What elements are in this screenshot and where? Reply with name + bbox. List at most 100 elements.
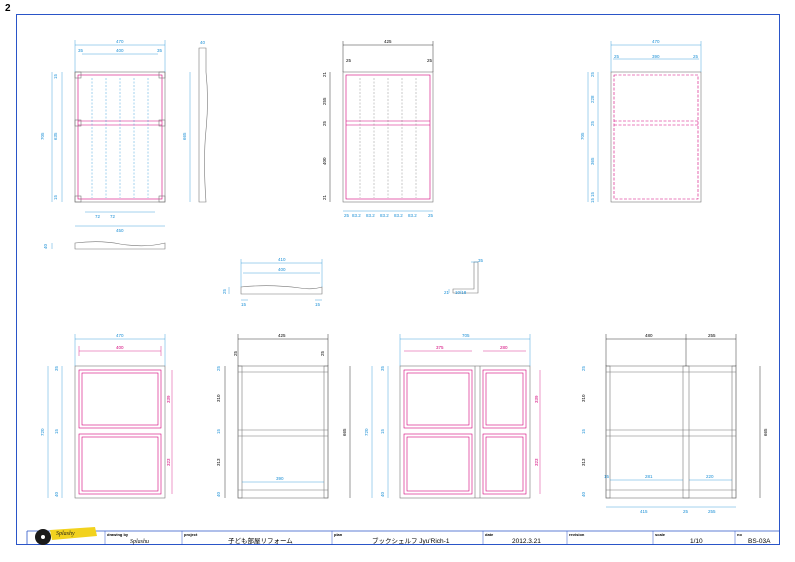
- dim-a-side-height: 665: [182, 132, 187, 140]
- dim-c-b2: 15: [590, 197, 595, 203]
- dim-g-bot: 40: [216, 491, 221, 497]
- dim-b-b7: 25: [428, 213, 434, 218]
- dim-a-e2: 35: [157, 48, 163, 53]
- dim-b-b4: 83.2: [380, 213, 389, 218]
- dim-e-b: 21: [444, 290, 450, 295]
- dim-g-s2: 313: [216, 458, 221, 466]
- dim-b-h2: 400: [322, 157, 327, 165]
- dim-f-height: 720: [40, 428, 45, 436]
- date-label: date: [485, 532, 494, 537]
- project-value: 子ども部屋リフォーム: [228, 536, 293, 545]
- dim-c-h2: 365: [590, 157, 595, 165]
- dim-i-b3: 255: [708, 509, 716, 514]
- scale-label: scale: [655, 532, 666, 537]
- dim-h-s1: 339: [534, 395, 539, 403]
- scale-value: 1/10: [690, 538, 703, 545]
- dim-a-height: 705: [40, 132, 45, 140]
- dim-a-t1: 15: [53, 73, 58, 79]
- dim-i-l: 15: [604, 474, 610, 479]
- view-i-wide-side-assembly: [605, 334, 761, 508]
- page-number: 2: [5, 3, 11, 14]
- dim-b-g2: 25: [322, 120, 327, 126]
- plan-value: ブックシェルフ Jyu'Rich-1: [372, 536, 450, 545]
- dim-c-b1: 15: [590, 191, 595, 197]
- dim-c-e1: 25: [614, 54, 620, 59]
- dim-f-top: 35: [54, 365, 59, 371]
- dim-i-bot: 40: [581, 491, 586, 497]
- view-b-side-frame: [329, 41, 434, 212]
- dim-a-t2: 15: [53, 194, 58, 200]
- view-g-side-assembly: [224, 334, 351, 499]
- dim-c-t1: 25: [590, 71, 595, 77]
- dim-e-a: 35: [478, 258, 484, 263]
- dim-a-base-width: 450: [116, 228, 124, 233]
- dim-h-mid: 15: [380, 428, 385, 434]
- dim-i-b2: 25: [683, 509, 689, 514]
- dim-h-bot: 40: [380, 491, 385, 497]
- dim-i-m1: 281: [645, 474, 653, 479]
- dim-i-height: 665: [763, 428, 768, 436]
- dim-e-c: 10/18: [455, 290, 467, 295]
- dim-f-inner: 400: [116, 345, 124, 350]
- view-d-shelf-board: [228, 259, 323, 301]
- dim-h-left: 375: [436, 345, 444, 350]
- dim-i-w2: 255: [708, 333, 716, 338]
- dim-b-b1: 25: [344, 213, 350, 218]
- dim-a-slat1: 72: [95, 214, 101, 219]
- dim-i-mid: 15: [581, 428, 586, 434]
- view-c-back-frame: [587, 41, 702, 203]
- project-label: project: [184, 532, 198, 537]
- dim-f-bot: 40: [54, 491, 59, 497]
- dim-h-width: 705: [462, 333, 470, 338]
- dim-g-base: 390: [276, 476, 284, 481]
- dim-b-b2: 83.2: [352, 213, 361, 218]
- dim-a-width: 470: [116, 39, 124, 44]
- dim-d-t: 25: [222, 288, 227, 294]
- dim-b-g1: 21: [322, 71, 327, 77]
- logo-text: Splashy: [56, 531, 75, 537]
- dim-c-mid: 25: [590, 120, 595, 126]
- view-a-front-frame: [51, 40, 208, 250]
- dim-g-top: 25: [216, 365, 221, 371]
- dim-b-m2: 25: [427, 58, 433, 63]
- dim-f-s2: 323: [166, 458, 171, 466]
- dim-g-height: 665: [342, 428, 347, 436]
- dim-d-inner: 400: [278, 267, 286, 272]
- dim-b-b5: 83.2: [394, 213, 403, 218]
- dim-i-b1: 415: [640, 509, 648, 514]
- dim-g-a: 25: [233, 350, 238, 356]
- dim-d-e2: 15: [315, 302, 321, 307]
- dim-b-m1: 25: [346, 58, 352, 63]
- date-value: 2012.3.21: [512, 538, 541, 545]
- dim-d-e1: 15: [241, 302, 247, 307]
- dim-i-w1: 480: [645, 333, 653, 338]
- dim-a-e1: 35: [78, 48, 84, 53]
- dim-i-top: 25: [581, 365, 586, 371]
- drawing-by-value: Splashu: [130, 539, 149, 545]
- dim-i-s2: 313: [581, 458, 586, 466]
- view-e-corner-detail: [448, 261, 479, 294]
- dim-g-s1: 310: [216, 394, 221, 402]
- dim-d-width: 410: [278, 257, 286, 262]
- dim-g-width: 425: [278, 333, 286, 338]
- dim-b-g3: 21: [322, 194, 327, 200]
- view-f-front-assembly: [47, 334, 173, 499]
- dim-c-width: 470: [652, 39, 660, 44]
- dim-h-s2: 323: [534, 458, 539, 466]
- dim-c-h1: 228: [590, 95, 595, 103]
- dim-g-b: 25: [320, 350, 325, 356]
- dim-c-e2: 25: [693, 54, 699, 59]
- drawing-no-label: no: [737, 532, 742, 537]
- dim-h-height: 720: [364, 428, 369, 436]
- dim-i-m2: 220: [706, 474, 714, 479]
- drawing-sheet-frame: [16, 14, 780, 545]
- dim-h-top: 35: [380, 365, 385, 371]
- dim-a-slat2: 72: [110, 214, 116, 219]
- title-block: [26, 527, 780, 545]
- dim-a-height2: 635: [53, 132, 58, 140]
- dim-a-inner: 400: [116, 48, 124, 53]
- plan-label: plan: [334, 532, 343, 537]
- dim-c-inner: 390: [652, 54, 660, 59]
- revision-label: revision: [569, 532, 585, 537]
